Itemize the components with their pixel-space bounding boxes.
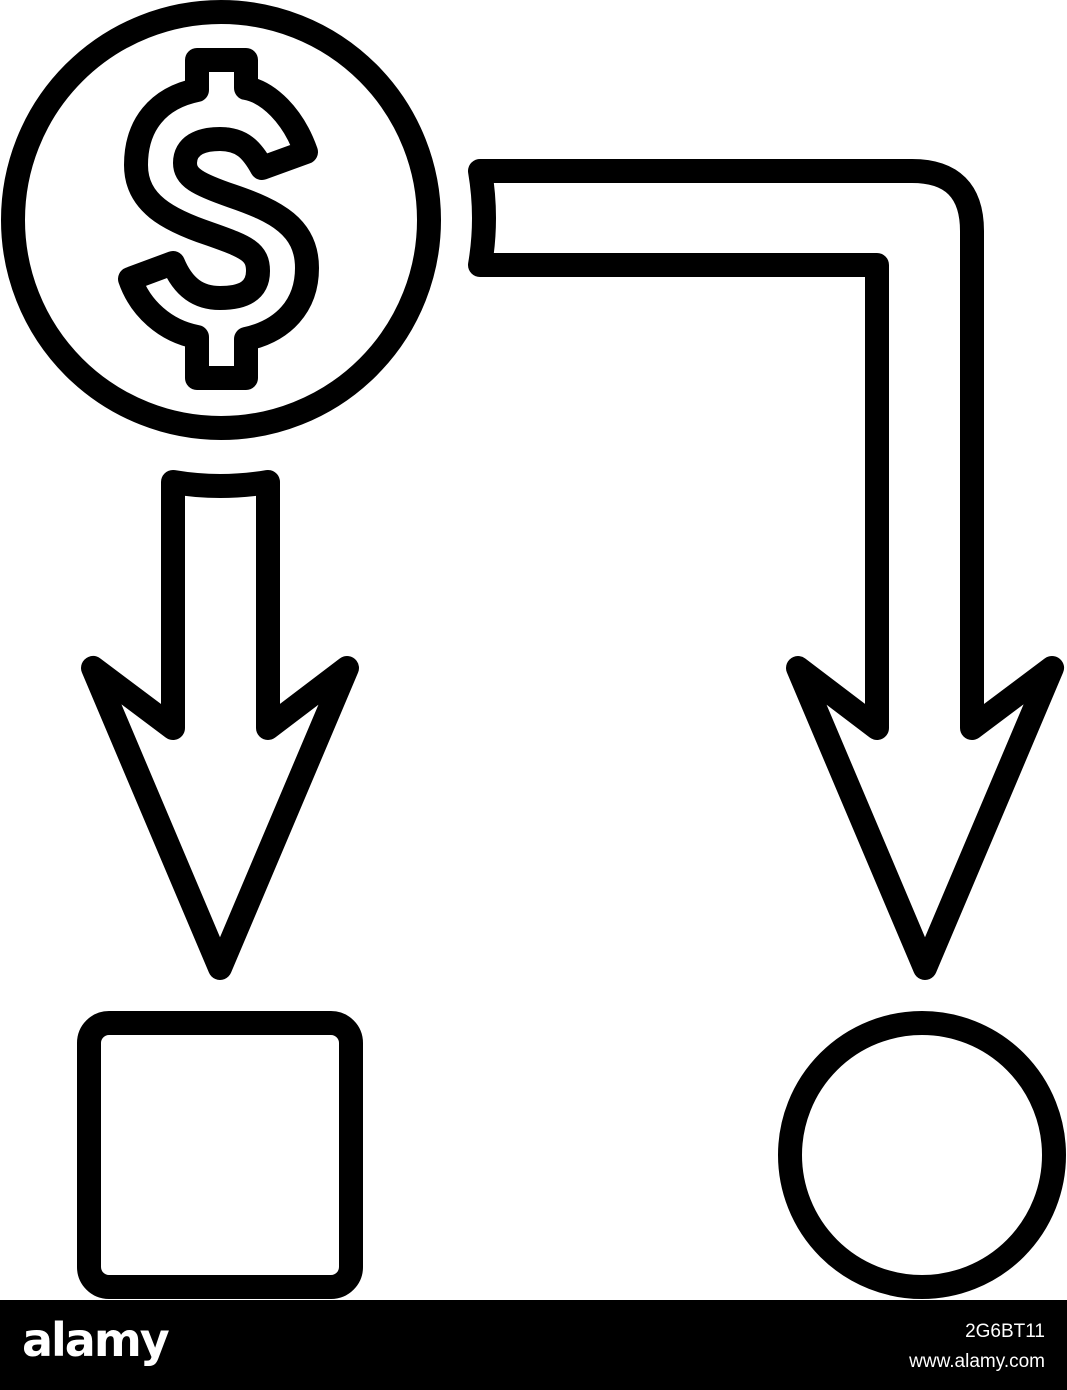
flow-diagram [1, 0, 1066, 1299]
dollar-icon [118, 48, 319, 390]
watermark-bar: alamy 2G6BT11 www.alamy.com [0, 1300, 1067, 1390]
target-square [77, 1011, 363, 1299]
diagram-canvas [1, 0, 1066, 1299]
image-id: 2G6BT11 [965, 1321, 1045, 1342]
arrow-down-left [81, 470, 359, 980]
site-url: www.alamy.com [909, 1351, 1045, 1372]
arrow-elbow-right [468, 159, 1064, 980]
alamy-logo: alamy [22, 1313, 170, 1367]
coin-circle [1, 0, 441, 440]
target-circle [778, 1011, 1066, 1299]
